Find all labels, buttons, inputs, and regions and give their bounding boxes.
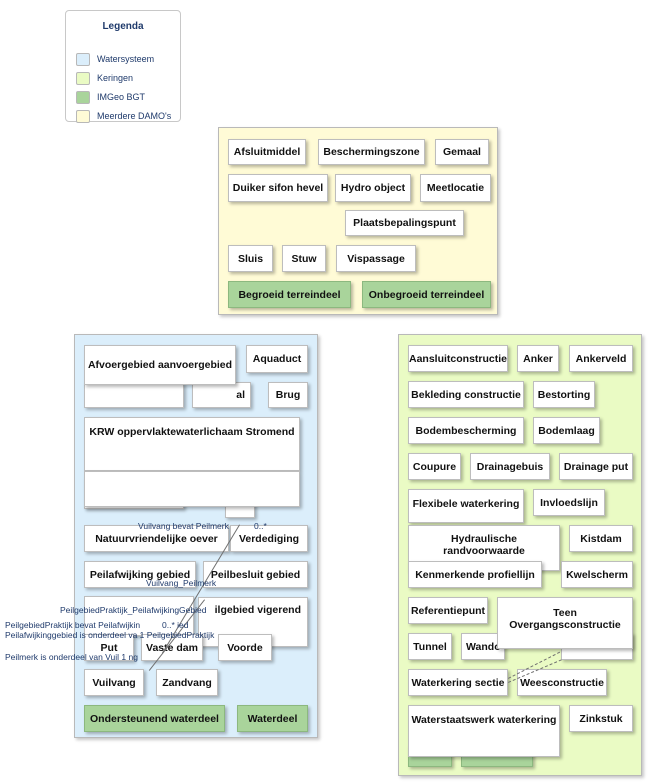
class-ondersteunend-waterdeel[interactable]: Ondersteunend waterdeel <box>84 705 225 732</box>
class-hidden[interactable] <box>84 382 184 408</box>
class-onbegroeid-terreindeel[interactable]: Onbegroeid terreindeel <box>362 281 491 308</box>
class-aquaduct[interactable]: Aquaduct <box>246 345 308 373</box>
class-invloedslijn[interactable]: Invloedslijn <box>533 489 605 516</box>
class-weesconstructie[interactable]: Weesconstructie <box>517 669 607 696</box>
class-zinkstuk[interactable]: Zinkstuk <box>569 705 633 732</box>
class-coupure[interactable]: Coupure <box>408 453 461 480</box>
group-keringen: Aansluitconstructie Anker Ankerveld Bekl… <box>398 334 642 776</box>
class-waterkering-sectie[interactable]: Waterkering sectie <box>408 669 508 696</box>
legend-label: Keringen <box>97 73 134 83</box>
class-hidden[interactable] <box>84 596 194 636</box>
class-anker[interactable]: Anker <box>517 345 559 372</box>
class-put[interactable]: Put <box>84 634 134 661</box>
legend: Legenda Watersysteem Keringen IMGeo BGT … <box>65 10 181 123</box>
class-krw-oppervlaktewaterlichaam-stromend[interactable]: KRW oppervlaktewaterlichaam Stromend <box>84 417 300 471</box>
class-beschermingszone[interactable]: Beschermingszone <box>318 139 425 165</box>
class-bekleding-constructie[interactable]: Bekleding constructie <box>408 381 524 408</box>
group-watersysteem: al Afvoergebied aanvoergebied Aquaduct B… <box>74 334 318 738</box>
class-drainagebuis[interactable]: Drainagebuis <box>470 453 550 480</box>
class-hydro-object[interactable]: Hydro object <box>335 174 411 202</box>
relation-multiplicity: 0..* ied <box>162 620 189 630</box>
class-bodembescherming[interactable]: Bodembescherming <box>408 417 524 444</box>
legend-item-keringen: Keringen <box>76 71 133 85</box>
legend-item-meerdere-damos: Meerdere DAMO's <box>76 109 171 123</box>
relation-label: Peilmerk is onderdeel van Vuil 1 ng <box>5 652 138 662</box>
class-vispassage[interactable]: Vispassage <box>336 245 416 272</box>
class-vuilvang[interactable]: Vuilvang <box>84 669 144 696</box>
class-flexibele-waterkering[interactable]: Flexibele waterkering <box>408 489 524 523</box>
legend-swatch <box>76 71 90 85</box>
class-drainage-put[interactable]: Drainage put <box>559 453 633 480</box>
legend-label: Watersysteem <box>97 54 155 64</box>
class-zandvang[interactable]: Zandvang <box>156 669 218 696</box>
class-bodemlaag[interactable]: Bodemlaag <box>533 417 600 444</box>
class-plaatsbepalingspunt[interactable]: Plaatsbepalingspunt <box>345 210 464 236</box>
class-stuw[interactable]: Stuw <box>282 245 326 272</box>
class-peilbesluit-gebied[interactable]: Peilbesluit gebied <box>203 561 308 588</box>
class-verdediging[interactable]: Verdediging <box>230 525 308 552</box>
class-duiker-sifon-hevel[interactable]: Duiker sifon hevel <box>228 174 328 202</box>
relation-label: PeilgebiedPraktijk bevat Peilafwijkin <box>5 620 141 630</box>
class-hidden[interactable] <box>84 471 300 507</box>
class-meetlocatie[interactable]: Meetlocatie <box>420 174 491 202</box>
class-gemaal[interactable]: Gemaal <box>435 139 489 165</box>
legend-swatch <box>76 109 90 123</box>
class-begroeid-terreindeel[interactable]: Begroeid terreindeel <box>228 281 351 308</box>
class-waterstaatswerk-waterkering[interactable]: Waterstaatswerk waterkering <box>408 705 560 757</box>
class-bestorting[interactable]: Bestorting <box>533 381 595 408</box>
class-tunnel[interactable]: Tunnel <box>408 633 452 660</box>
class-peilafwijking-gebied[interactable]: Peilafwijking gebied <box>84 561 196 588</box>
class-natuurvriendelijke-oever[interactable]: Natuurvriendelijke oever <box>84 525 229 552</box>
legend-swatch <box>76 90 90 104</box>
legend-label: IMGeo BGT <box>97 92 146 102</box>
class-voorde[interactable]: Voorde <box>218 634 272 661</box>
relation-label: Vuilvang bevat Peilmerk <box>138 521 229 531</box>
legend-swatch <box>76 52 90 66</box>
class-waterdeel[interactable]: Waterdeel <box>237 705 308 732</box>
class-brug[interactable]: Brug <box>268 382 308 408</box>
relation-multiplicity: 0..* <box>254 521 267 531</box>
class-referentiepunt[interactable]: Referentiepunt <box>408 597 488 624</box>
relation-label: Vuilvang_Peilmerk <box>146 578 217 588</box>
class-teen-overgangsconstructie[interactable]: Teen Overgangsconstructie <box>497 597 633 649</box>
legend-item-imgeo-bgt: IMGeo BGT <box>76 90 145 104</box>
class-kistdam[interactable]: Kistdam <box>569 525 633 552</box>
class-vaste-dam[interactable]: Vaste dam <box>141 634 203 661</box>
relation-label: Peilafwijkinggebied is onderdeel va 1 Pe… <box>5 630 215 640</box>
group-meerdere-damos: Afsluitmiddel Beschermingszone Gemaal Du… <box>218 127 498 315</box>
class-kenmerkende-profiellijn[interactable]: Kenmerkende profiellijn <box>408 561 542 588</box>
legend-label: Meerdere DAMO's <box>97 111 172 121</box>
class-aansluitconstructie[interactable]: Aansluitconstructie <box>408 345 508 372</box>
class-ankerveld[interactable]: Ankerveld <box>569 345 633 372</box>
relation-label: PeilgebiedPraktijk_PeilafwijkingGebied <box>60 605 207 615</box>
legend-item-watersysteem: Watersysteem <box>76 52 154 66</box>
class-kwelscherm[interactable]: Kwelscherm <box>561 561 633 588</box>
legend-title: Legenda <box>102 21 144 32</box>
class-sluis[interactable]: Sluis <box>228 245 273 272</box>
class-partial-al[interactable]: al <box>192 382 251 408</box>
class-afsluitmiddel[interactable]: Afsluitmiddel <box>228 139 306 165</box>
class-afvoergebied-aanvoergebied[interactable]: Afvoergebied aanvoergebied <box>84 345 236 385</box>
